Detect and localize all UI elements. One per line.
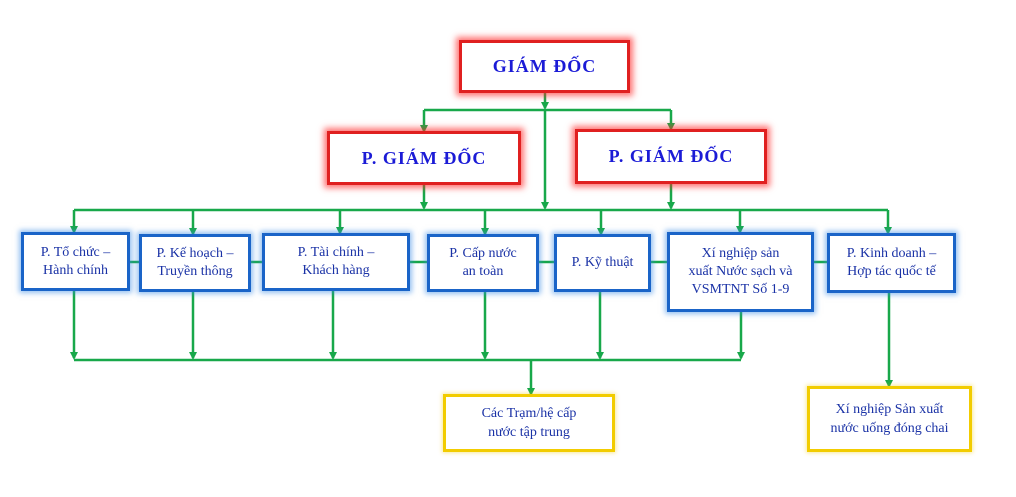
deputy-director-left-label: P. GIÁM ĐỐC [361,147,487,168]
bottled-water-enterprise-box: Xí nghiệp Sản xuất nước uống đóng chai [807,386,972,452]
dept-business-cooperation-label: P. Kinh doanh – Hợp tác quốc tế [846,246,937,279]
dept-safe-water-supply-label: P. Cấp nước an toàn [449,246,517,279]
dept-technical: P. Kỹ thuật [554,234,651,292]
dept-finance-customers-label: P. Tài chính – Khách hàng [297,245,375,278]
director-box: GIÁM ĐỐC [459,40,630,93]
deputy-director-right-label: P. GIÁM ĐỐC [608,146,734,166]
dept-organization-admin-label: P. Tổ chức – Hành chính [40,244,111,278]
dept-planning-communication-label: P. Kế hoạch – Truyền thông [156,246,234,279]
dept-business-cooperation: P. Kinh doanh – Hợp tác quốc tế [827,233,956,293]
water-stations-box: Các Trạm/hệ cấp nước tập trung [443,394,615,452]
bottled-water-enterprise-label: Xí nghiệp Sản xuất nước uống đóng chai [830,402,949,436]
dept-planning-communication: P. Kế hoạch – Truyền thông [139,234,251,292]
dept-technical-label: P. Kỹ thuật [571,255,634,270]
enterprise-clean-water-production-label: Xí nghiệp sản xuất Nước sạch và VSMTNT S… [688,246,793,297]
director-label: GIÁM ĐỐC [492,56,597,76]
enterprise-clean-water-production: Xí nghiệp sản xuất Nước sạch và VSMTNT S… [667,232,814,312]
dept-safe-water-supply: P. Cấp nước an toàn [427,234,539,292]
dept-organization-admin: P. Tổ chức – Hành chính [21,232,130,291]
water-stations-label: Các Trạm/hệ cấp nước tập trung [481,406,577,440]
deputy-director-left-box: P. GIÁM ĐỐC [327,131,521,185]
dept-finance-customers: P. Tài chính – Khách hàng [262,233,410,291]
deputy-director-right-box: P. GIÁM ĐỐC [575,129,767,184]
